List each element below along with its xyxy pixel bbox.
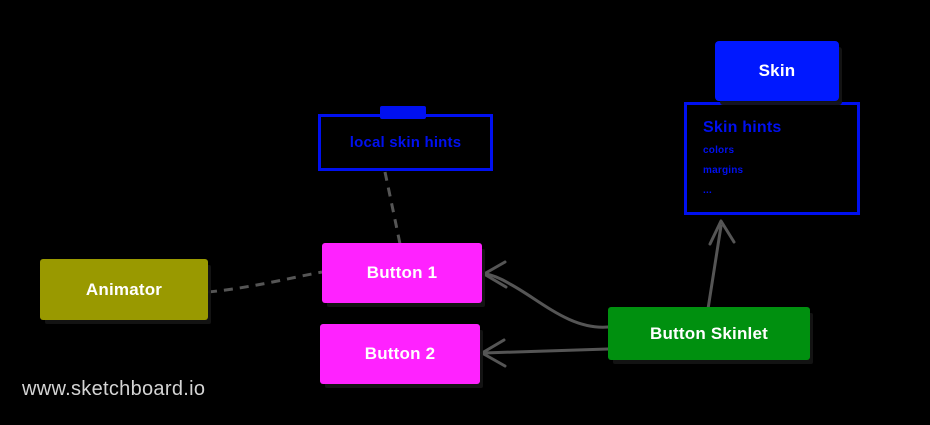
- arrowhead-skin-hints: [708, 219, 736, 246]
- node-button-2[interactable]: Button 2: [320, 324, 480, 384]
- node-skin[interactable]: Skin: [715, 41, 839, 101]
- node-button-2-label: Button 2: [364, 344, 436, 363]
- edge-skinlet-to-button1: [484, 272, 610, 329]
- edge-skinlet-to-skin-hints: [706, 224, 723, 311]
- node-skin-label: Skin: [758, 61, 796, 80]
- node-button-skinlet[interactable]: Button Skinlet: [608, 307, 810, 360]
- node-button-1[interactable]: Button 1: [322, 243, 482, 303]
- node-skin-hints[interactable]: Skin hints colors margins ...: [684, 102, 860, 215]
- arrowhead-button1: [482, 260, 508, 289]
- skin-hints-title: Skin hints: [703, 119, 782, 136]
- watermark: www.sketchboard.io: [22, 378, 206, 400]
- edge-local-skin-hints-to-button1: [383, 171, 402, 245]
- skin-hints-item-colors: colors: [703, 144, 735, 156]
- edge-skinlet-to-button2: [482, 347, 610, 355]
- note-tab-icon: [380, 106, 426, 119]
- skin-hints-item-margins: margins: [703, 164, 744, 176]
- node-local-skin-hints[interactable]: local skin hints: [318, 114, 493, 171]
- node-local-skin-hints-label: local skin hints: [349, 134, 462, 151]
- skin-hints-item-ellipsis: ...: [703, 184, 712, 196]
- node-animator[interactable]: Animator: [40, 259, 208, 320]
- arrowhead-button2: [480, 338, 507, 368]
- node-animator-label: Animator: [85, 279, 163, 299]
- edge-animator-to-button1: [207, 270, 323, 294]
- node-button-1-label: Button 1: [366, 263, 438, 282]
- node-button-skinlet-label: Button Skinlet: [649, 323, 768, 343]
